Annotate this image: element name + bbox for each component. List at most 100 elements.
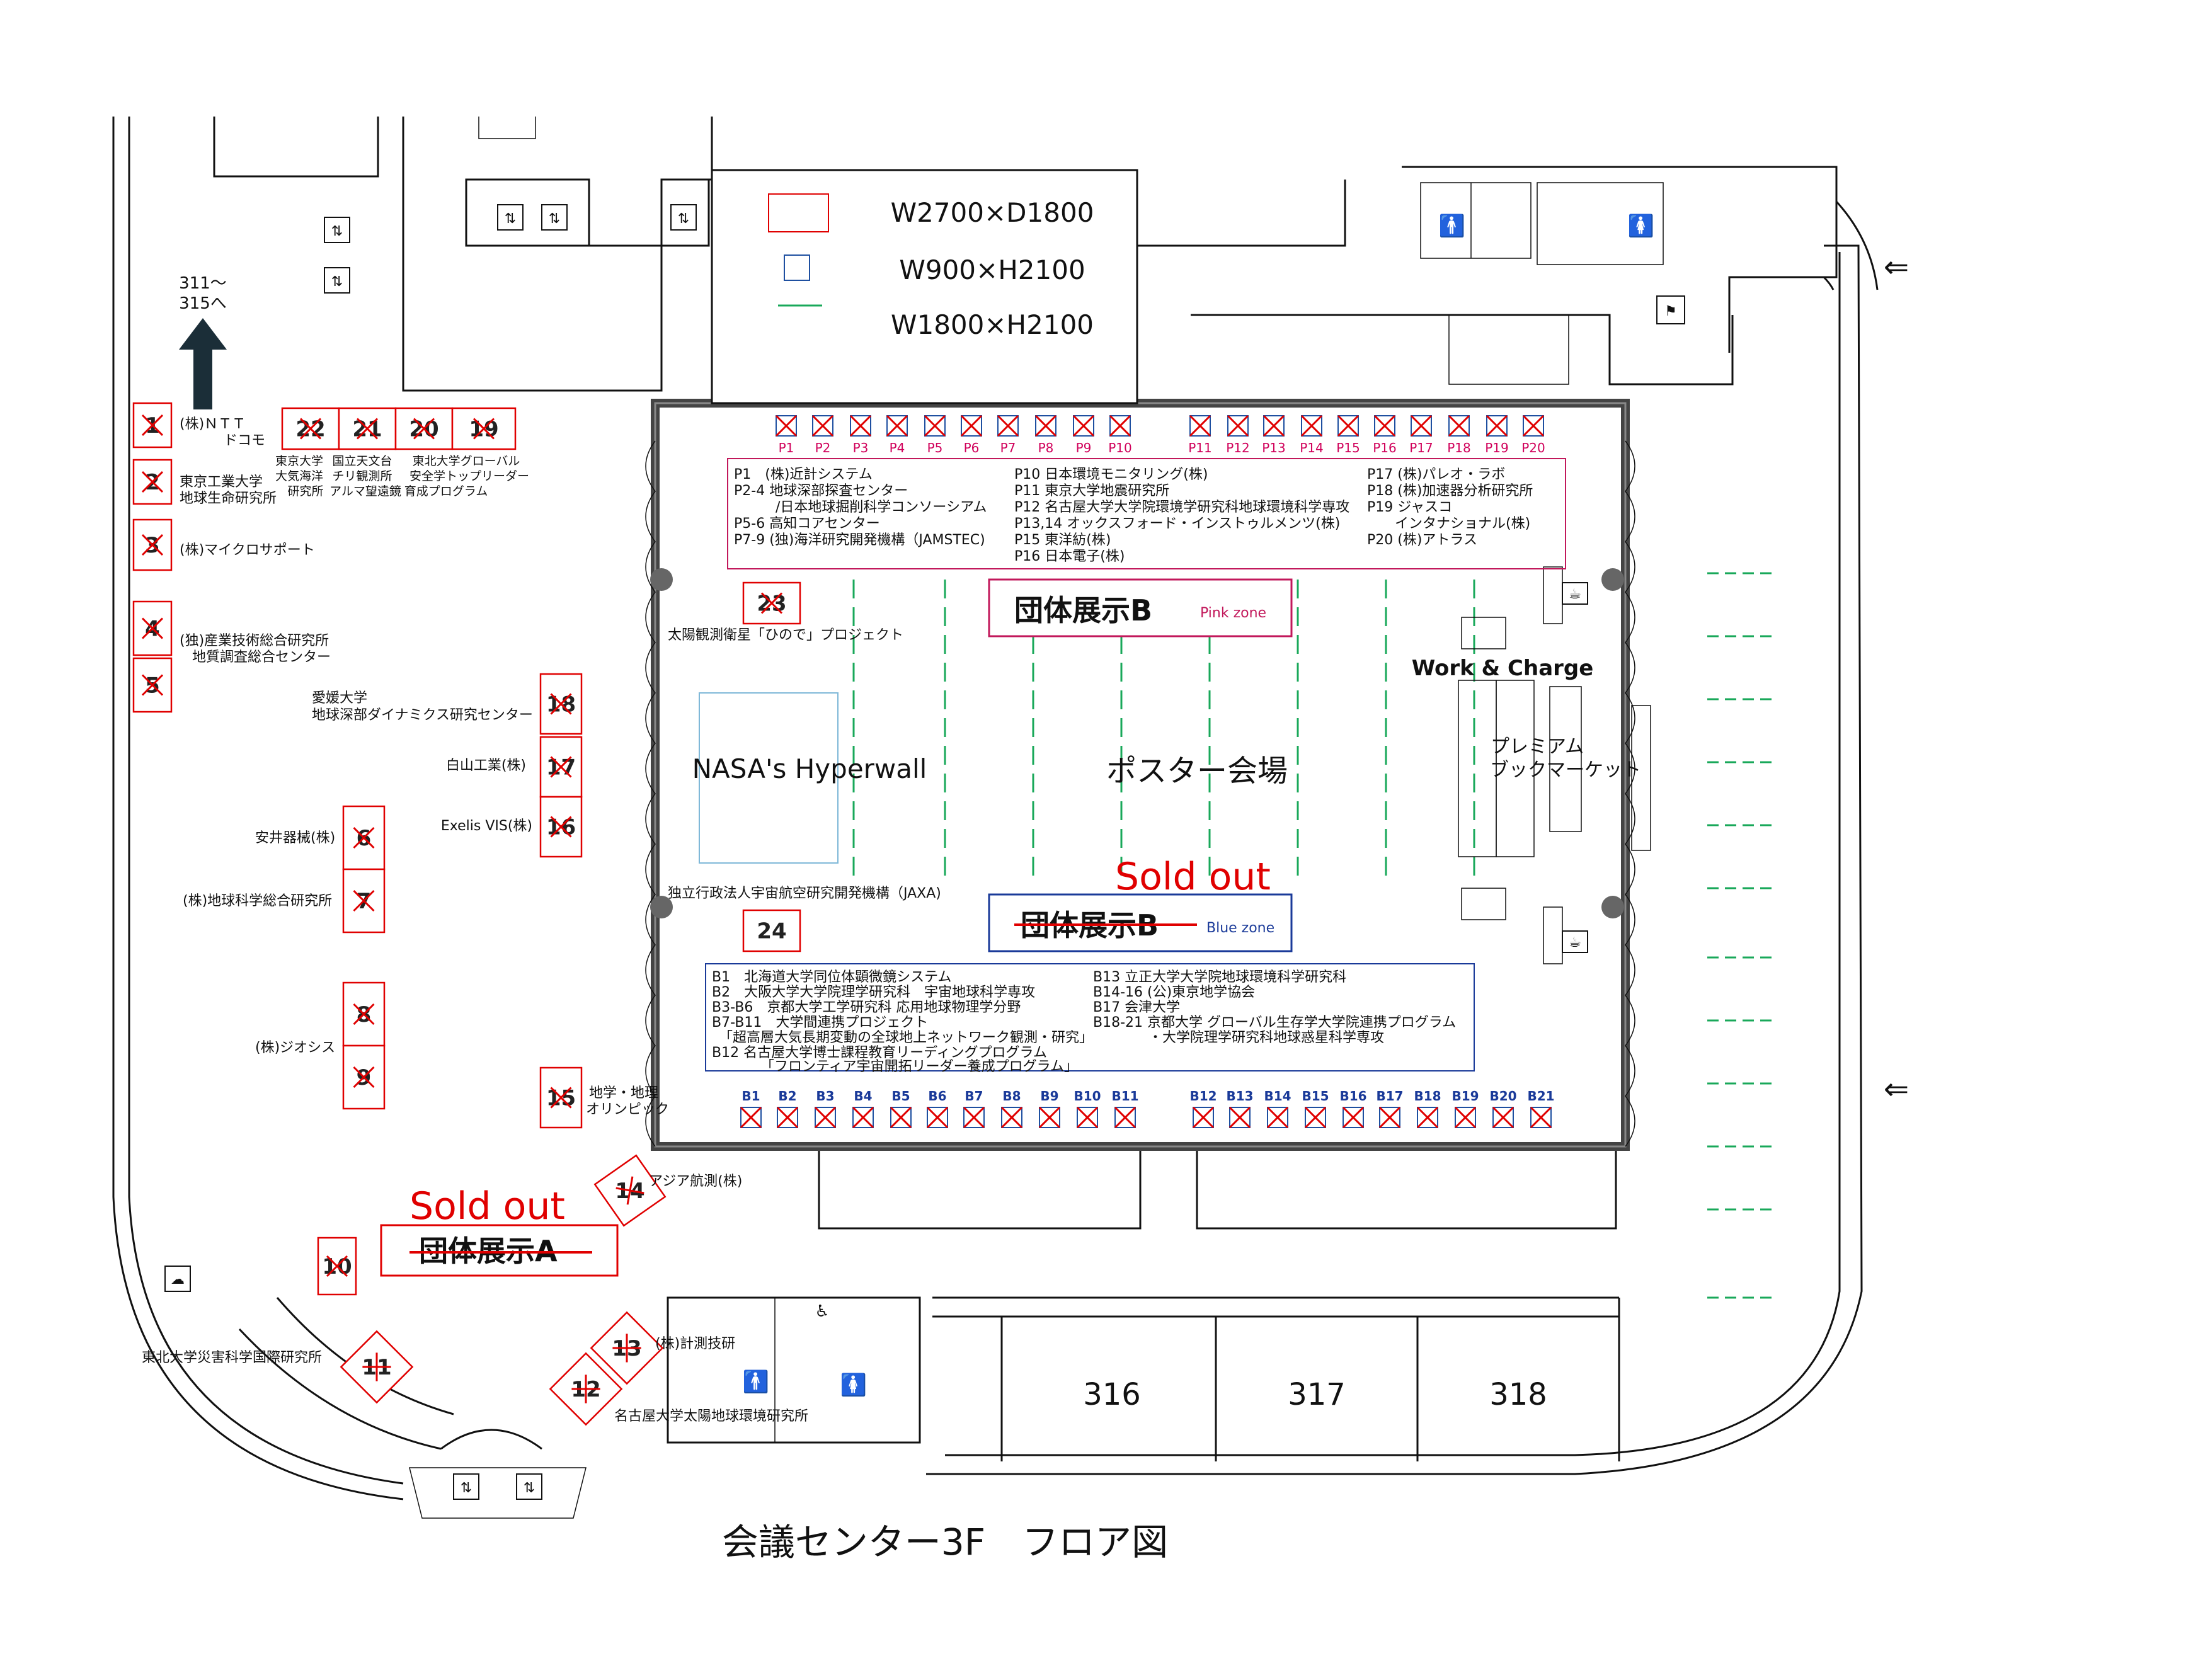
exhibitor-19-l1: 東北大学グローバル — [413, 454, 520, 468]
panel-code-b11: B11 — [1111, 1089, 1138, 1104]
exhibitor-8: (株)ジオシス — [255, 1040, 335, 1056]
panel-code-p14: P14 — [1300, 440, 1324, 455]
panel-p16: P16 — [1373, 414, 1397, 455]
panel-code-p16: P16 — [1373, 440, 1397, 455]
panel-p5: P5 — [924, 414, 946, 455]
exhibitor-1-l1: (株)ＮＴＴ — [180, 416, 246, 432]
panel-b12: B12 — [1189, 1089, 1217, 1129]
elevator-icon: ⇅ — [497, 204, 524, 231]
panel-code-p6: P6 — [964, 440, 980, 455]
blue-list-b2: B2 大阪大学大学院理学研究科 宇宙地球科学専攻 — [712, 985, 1035, 1000]
panel-p11: P11 — [1188, 414, 1212, 455]
exhibitor-15-l1: 地学・地理 — [589, 1085, 658, 1101]
svg-text:☕: ☕ — [1569, 935, 1581, 951]
exhibitor-14: アジア航測(株) — [649, 1174, 742, 1189]
booth-17: 17 — [539, 736, 583, 798]
panel-code-p12: P12 — [1226, 440, 1250, 455]
room-317: 317 — [1288, 1377, 1346, 1412]
blue-zone-title-box — [988, 893, 1293, 952]
panel-b6: B6 — [926, 1089, 949, 1129]
booth-24: 24 — [742, 909, 801, 952]
cafe-icon: ☕ — [1562, 582, 1588, 605]
exhibitor-7: (株)地球科学総合研究所 — [183, 893, 332, 909]
exhibitor-6: 安井器械(株) — [255, 830, 335, 846]
svg-text:⇐: ⇐ — [1884, 1071, 1909, 1107]
panel-p8: P8 — [1034, 414, 1057, 455]
blue-list-b17: B17 会津大学 — [1093, 1000, 1180, 1015]
panel-p19: P19 — [1485, 414, 1509, 455]
panel-b1: B1 — [740, 1089, 762, 1129]
panel-b13: B13 — [1226, 1089, 1254, 1129]
panel-p1: P1 — [775, 414, 798, 455]
panel-b10: B10 — [1074, 1089, 1101, 1129]
exhibitor-24: 独立行政法人宇宙航空研究開発機構（JAXA) — [668, 886, 941, 901]
facility-icons: ⇅ ⇅ ⇅ ⇅ ⇅ ⇅ ⇅ 🚹 🚺 🚹 🚺 ♿ ☁ ☕ ☕ ⇐ ⇐ ⚑ — [164, 204, 1909, 1500]
pink-list-p16: P16 日本電子(株) — [1014, 549, 1125, 564]
zone-a: Sold out 団体展示A — [380, 1184, 619, 1277]
panel-b2: B2 — [776, 1089, 799, 1129]
exhibitor-4-l1: (独)産業技術総合研究所 — [180, 633, 329, 649]
direction-label-1: 311～ — [179, 274, 227, 293]
panel-code-b17: B17 — [1376, 1089, 1403, 1104]
exhibitor-19-l3: 育成プログラム — [404, 484, 488, 498]
booth-14: 14 — [593, 1154, 667, 1227]
elevator-icon: ⇅ — [324, 217, 350, 243]
accessible-toilet-icon: ♿ — [815, 1302, 829, 1321]
panel-b18: B18 — [1414, 1089, 1441, 1129]
svg-text:⇐: ⇐ — [1884, 249, 1909, 285]
panel-p20: P20 — [1521, 414, 1545, 455]
booth-2: 2 — [132, 459, 173, 505]
panel-code-p10: P10 — [1108, 440, 1132, 455]
pink-list-p17: P17 (株)パレオ・ラボ — [1367, 467, 1505, 483]
pink-list-p1: P1 (株)近計システム — [734, 467, 873, 483]
poster-hall-label: ポスター会場 — [1106, 753, 1288, 789]
panel-p6: P6 — [960, 414, 983, 455]
pink-list-p15: P15 東洋紡(株) — [1014, 532, 1111, 548]
svg-text:⇅: ⇅ — [331, 224, 343, 239]
svg-text:☁: ☁ — [171, 1272, 185, 1288]
panel-b17: B17 — [1376, 1089, 1404, 1129]
booth-8: 8 — [342, 981, 386, 1047]
panel-p18: P18 — [1447, 414, 1471, 455]
panel-b8: B8 — [1000, 1089, 1023, 1129]
booth-9: 9 — [342, 1044, 386, 1110]
blue-list-b12b: 「フロンティア宇宙開拓リーダー養成プログラム」 — [712, 1059, 1078, 1075]
panel-p9: P9 — [1072, 414, 1095, 455]
panel-code-b18: B18 — [1414, 1089, 1441, 1104]
smoking-area-icon: ☁ — [164, 1266, 191, 1292]
womens-toilet-icon: 🚺 — [1628, 214, 1654, 239]
exhibitor-19-l2: 安全学トップリーダー — [409, 469, 529, 483]
panel-code-b15: B15 — [1302, 1089, 1329, 1104]
panel-p3: P3 — [849, 414, 872, 455]
exhibitor-12: 名古屋大学太陽地球環境研究所 — [614, 1409, 808, 1424]
hyperwall-label: NASA's Hyperwall — [692, 753, 927, 784]
panel-b16: B16 — [1339, 1089, 1367, 1129]
panel-p2: P2 — [811, 414, 834, 455]
work-charge-label: Work & Charge — [1412, 656, 1594, 681]
panel-code-b13: B13 — [1226, 1089, 1253, 1104]
panel-code-p13: P13 — [1262, 440, 1286, 455]
pink-list-p7: P7-9 (独)海洋研究開発機構（JAMSTEC) — [734, 532, 985, 548]
panel-p15: P15 — [1336, 414, 1360, 455]
blue-list-b7b: 「超高層大気長期変動の全球地上ネットワーク観測・研究」 — [712, 1030, 1093, 1046]
main-hall — [645, 399, 1777, 1299]
panel-code-p19: P19 — [1485, 440, 1509, 455]
blue-zone-sold-out: Sold out — [1115, 855, 1271, 899]
book-market-label-2: ブックマーケット — [1490, 759, 1641, 781]
panel-code-b6: B6 — [928, 1089, 946, 1104]
booth-4: 4 — [132, 600, 173, 656]
elevator-icon: ⇅ — [453, 1473, 479, 1500]
pink-list-p11: P11 東京大学地震研究所 — [1014, 483, 1169, 499]
svg-text:⇅: ⇅ — [461, 1480, 472, 1496]
blue-list-b1: B1 北海道大学同位体顕微鏡システム — [712, 969, 951, 985]
page-title: 会議センター3F フロア図 — [722, 1521, 1168, 1563]
booth-22: 22 — [281, 407, 340, 450]
exhibitor-18-l2: 地球深部ダイナミクス研究センター — [312, 707, 533, 723]
panel-p12: P12 — [1226, 414, 1250, 455]
panel-code-p2: P2 — [815, 440, 831, 455]
pink-list-p13: P13,14 オックスフォード・インストゥルメンツ(株) — [1014, 516, 1340, 532]
panel-code-b14: B14 — [1264, 1089, 1291, 1104]
pink-zone: P1 (株)近計システム P2-4 地球深部探査センター /日本地球掘削科学コン… — [727, 458, 1566, 637]
panel-code-b7: B7 — [965, 1089, 983, 1104]
